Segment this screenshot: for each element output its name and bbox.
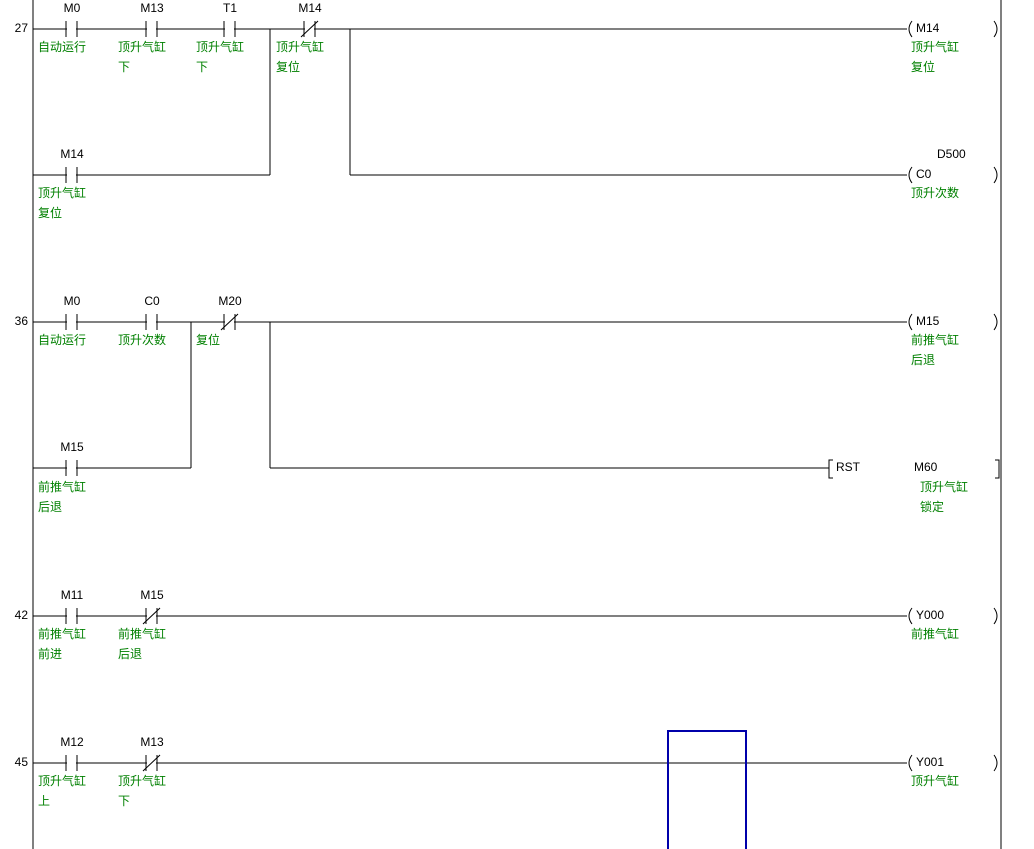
device-label: M0 [64,294,81,308]
device-label: M0 [64,1,81,15]
rung-row: M0 自动运行 M13 顶升气缸 下 T1 顶升气缸 下 M1 [33,1,998,74]
contact-no[interactable]: M11 前推气缸 前进 [38,588,86,661]
device-comment: 前推气缸 [118,626,166,641]
contact-nc[interactable]: M14 顶升气缸 复位 [276,1,324,74]
device-comment: 后退 [38,500,62,514]
device-comment: 下 [196,60,208,74]
step-number: 42 [15,608,29,622]
instruction-operand: M60 [914,460,938,474]
output-coil[interactable]: D500 C0 顶升次数 [908,147,998,200]
device-label: M13 [140,735,164,749]
device-comment: 前推气缸 [38,479,86,494]
rung-row: M15 前推气缸 后退 RST M60 顶升气缸 锁定 [33,322,1000,514]
coil-device-label: M15 [916,314,940,328]
device-comment: 复位 [911,59,935,74]
output-coil[interactable]: Y001 顶升气缸 [908,754,998,788]
output-instruction[interactable]: RST M60 顶升气缸 锁定 [828,459,1000,514]
output-coil[interactable]: Y000 前推气缸 [908,607,998,641]
device-label: M15 [60,440,84,454]
device-comment: 下 [118,794,130,808]
device-label: M13 [140,1,164,15]
contact-no[interactable]: T1 顶升气缸 下 [196,1,244,74]
device-comment: 顶升气缸 [118,773,166,788]
device-comment: 顶升气缸 [276,39,324,54]
device-comment: 上 [38,794,50,808]
device-comment: 复位 [276,59,300,74]
step-number: 45 [15,755,29,769]
contact-no[interactable]: M13 顶升气缸 下 [118,1,166,74]
device-label: M11 [61,588,84,602]
device-label: M15 [140,588,164,602]
device-comment: 顶升气缸 [38,773,86,788]
rung-row: M14 顶升气缸 复位 D500 C0 顶升次数 [33,29,998,220]
contact-no[interactable]: M0 自动运行 [38,1,86,54]
coil-device-label: Y000 [916,608,944,622]
rung-36[interactable]: 36 M0 自动运行 C0 顶升次数 M20 复位 [15,294,1000,514]
device-comment: 顶升气缸 [196,39,244,54]
device-comment: 顶升次数 [118,332,166,347]
device-comment: 复位 [196,332,220,347]
device-label: T1 [223,1,237,15]
device-comment: 顶升气缸 [118,39,166,54]
device-comment: 顶升气缸 [911,773,959,788]
device-comment: 顶升气缸 [911,39,959,54]
contact-no[interactable]: M12 顶升气缸 上 [38,735,86,808]
contact-nc[interactable]: M13 顶升气缸 下 [118,735,166,808]
instruction-label: RST [836,460,861,474]
rung-row: M11 前推气缸 前进 M15 前推气缸 后退 Y000 前推气缸 [33,588,998,661]
device-label: C0 [144,294,160,308]
device-comment: 前推气缸 [911,626,959,641]
device-comment: 锁定 [920,499,944,514]
rung-row: M12 顶升气缸 上 M13 顶升气缸 下 Y001 顶升气缸 [33,735,998,808]
rung-45[interactable]: 45 M12 顶升气缸 上 M13 顶升气缸 下 Y001 [15,735,998,808]
device-comment: 前进 [38,646,62,661]
device-comment: 顶升次数 [911,185,959,200]
device-label: M12 [60,735,84,749]
device-comment: 自动运行 [38,40,86,54]
contact-nc[interactable]: M20 复位 [196,294,242,347]
contact-no[interactable]: M0 自动运行 [38,294,86,347]
contact-no[interactable]: C0 顶升次数 [118,294,166,347]
device-label: M14 [298,1,322,15]
rung-row: M0 自动运行 C0 顶升次数 M20 复位 M15 前推气缸 [33,294,998,367]
output-coil[interactable]: M14 顶升气缸 复位 [908,20,998,74]
coil-setting-label: D500 [937,147,966,161]
coil-device-label: Y001 [916,755,944,769]
device-comment: 下 [118,60,130,74]
rung-42[interactable]: 42 M11 前推气缸 前进 M15 前推气缸 后退 Y000 [15,588,998,661]
device-comment: 前推气缸 [911,332,959,347]
editor-cursor[interactable] [667,730,747,849]
device-comment: 顶升气缸 [920,479,968,494]
device-comment: 前推气缸 [38,626,86,641]
coil-device-label: C0 [916,167,932,181]
contact-no[interactable]: M14 顶升气缸 复位 [38,147,86,220]
output-coil[interactable]: M15 前推气缸 后退 [908,313,998,367]
device-label: M20 [218,294,242,308]
device-comment: 顶升气缸 [38,185,86,200]
device-comment: 后退 [911,353,935,367]
contact-nc[interactable]: M15 前推气缸 后退 [118,588,166,661]
coil-device-label: M14 [916,21,940,35]
device-comment: 自动运行 [38,333,86,347]
step-number: 36 [15,314,29,328]
device-comment: 后退 [118,647,142,661]
contact-no[interactable]: M15 前推气缸 后退 [38,440,86,514]
step-number: 27 [15,21,29,35]
device-label: M14 [60,147,84,161]
device-comment: 复位 [38,205,62,220]
rung-27[interactable]: 27 M0 自动运行 M13 顶升气缸 下 T1 顶升气缸 [15,1,998,220]
